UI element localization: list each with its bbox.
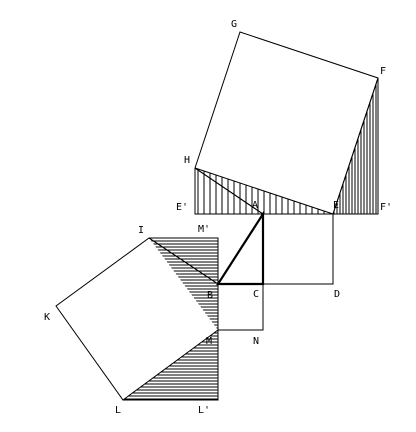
segment-ef: [332, 77, 379, 215]
label-point-m: M: [206, 336, 212, 347]
line-m-prime-l-prime: [123, 237, 219, 401]
segment-he: [194, 167, 334, 215]
segment-ib: [148, 237, 219, 285]
label-point-c: C: [253, 289, 259, 300]
label-point-d: D: [334, 289, 340, 300]
label-point-f: F: [380, 66, 386, 77]
label-point-e: E: [333, 200, 339, 211]
segment-ha: [194, 167, 264, 215]
label-point-l-prime: L': [198, 405, 210, 416]
label-point-m-prime: M': [198, 224, 210, 235]
line-e-prime-f-prime: [194, 78, 379, 215]
label-point-n: N: [253, 336, 259, 347]
figure-outlines: [55, 31, 379, 401]
label-point-f-prime: F': [380, 202, 392, 213]
label-point-h: H: [184, 155, 190, 166]
label-point-e-prime: E': [176, 202, 188, 213]
label-point-k: K: [44, 312, 50, 323]
label-point-b: B: [207, 290, 213, 301]
label-point-a: A: [252, 200, 258, 211]
triangle-abc: [215, 210, 265, 286]
hatched-triangle-fff: [333, 78, 377, 214]
square-acde: [262, 213, 334, 285]
label-point-l: L: [115, 405, 121, 416]
label-point-i: I: [138, 225, 144, 236]
label-point-g: G: [231, 19, 237, 30]
